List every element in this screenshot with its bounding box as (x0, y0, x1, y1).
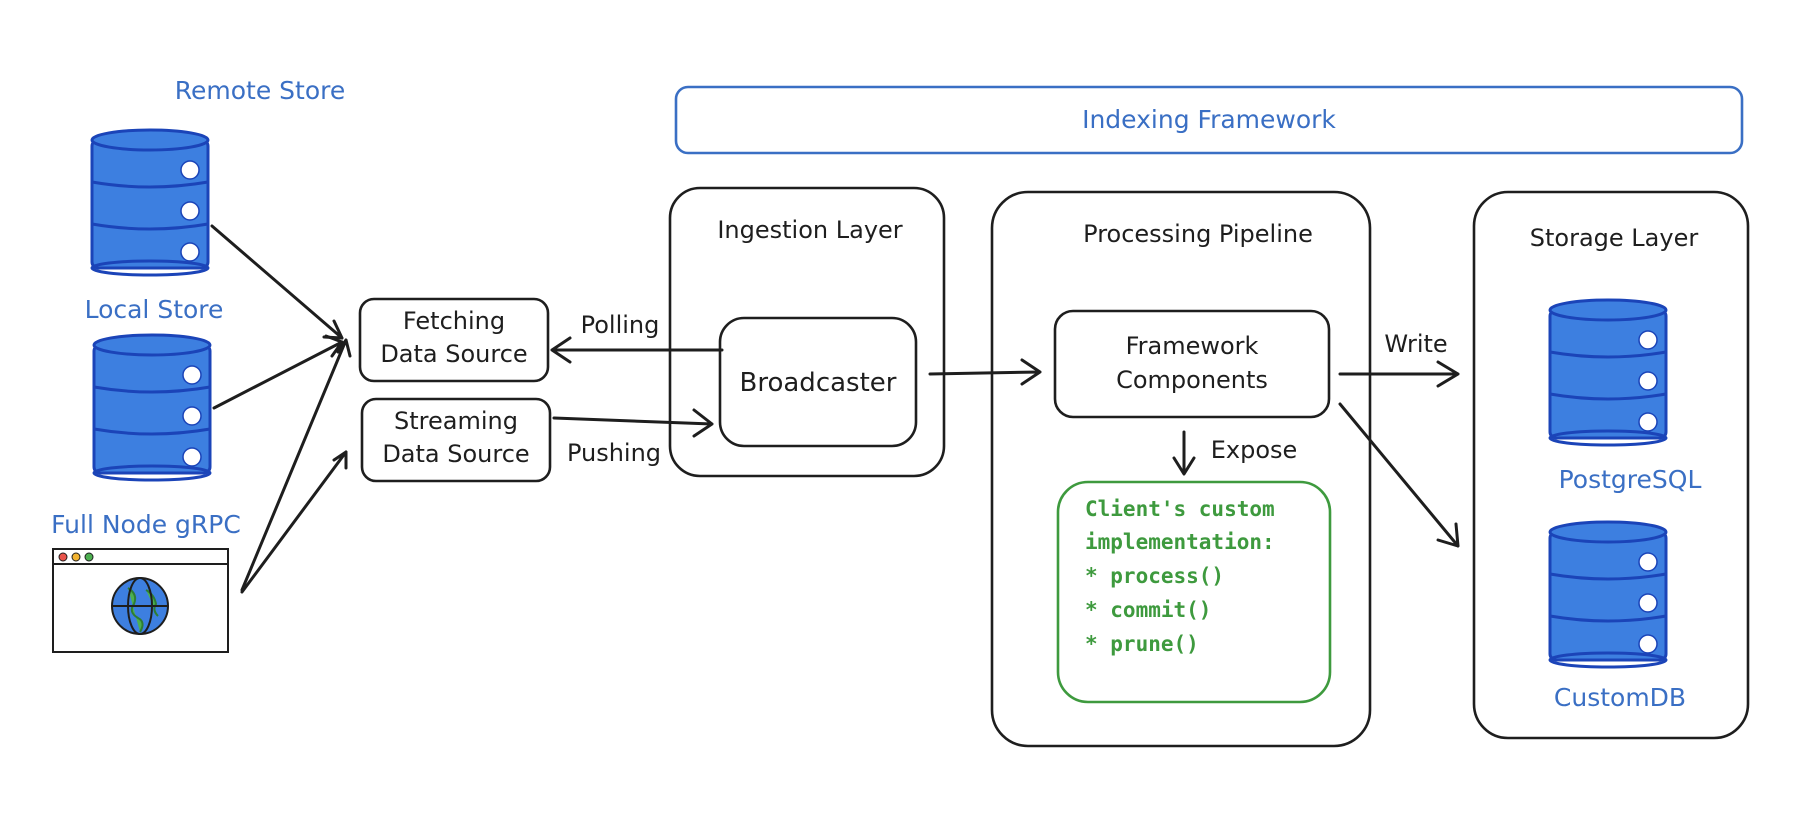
ingestion-layer-box (668, 186, 946, 478)
write-customdb-arrow (1338, 402, 1460, 548)
fetching-label-line1: Fetching (403, 307, 505, 335)
browser-globe-icon (52, 548, 229, 653)
remote-to-fetch-arrow (210, 224, 344, 340)
customdb-label: CustomDB (1554, 683, 1686, 712)
fetching-label-line2: Data Source (380, 340, 527, 368)
local-store-database-icon (92, 333, 212, 482)
client-line-5: * prune() (1085, 632, 1199, 656)
client-line-4: * commit() (1085, 598, 1211, 622)
framework-components-box[interactable] (1053, 309, 1331, 419)
customdb-database-icon (1548, 520, 1668, 669)
grpc-to-stream-arrow (240, 450, 348, 594)
streaming-data-source-box[interactable] (360, 397, 552, 483)
storage-layer-title: Storage Layer (1530, 224, 1699, 252)
indexing-framework-title: Indexing Framework (1082, 105, 1336, 134)
streaming-label-line2: Data Source (382, 440, 529, 468)
remote-store-label: Remote Store (175, 76, 345, 105)
processing-pipeline-box (990, 190, 1372, 748)
full-node-label: Full Node gRPC (51, 510, 241, 539)
broadcaster-to-components-arrow (928, 358, 1042, 386)
client-line-2: implementation: (1085, 530, 1275, 554)
postgres-database-icon (1548, 298, 1668, 447)
storage-layer-box (1472, 190, 1750, 740)
client-line-1: Client's custom (1085, 497, 1275, 521)
framework-components-line2: Components (1116, 366, 1268, 394)
local-store-label: Local Store (85, 295, 224, 324)
client-line-3: * process() (1085, 564, 1224, 588)
broadcaster-label: Broadcaster (740, 368, 897, 398)
pushing-arrow (552, 408, 714, 438)
framework-components-line1: Framework (1126, 332, 1259, 360)
streaming-label-line1: Streaming (394, 407, 518, 435)
polling-arrow (550, 336, 724, 364)
grpc-to-fetch-arrow (240, 338, 352, 592)
local-to-fetch-arrow (212, 334, 344, 410)
write-label: Write (1384, 330, 1447, 358)
broadcaster-box[interactable] (718, 316, 918, 448)
processing-pipeline-title: Processing Pipeline (1083, 220, 1313, 248)
client-implementation-box (1056, 480, 1332, 704)
source-arrows (210, 224, 352, 594)
fetching-data-source-box[interactable] (358, 297, 550, 383)
remote-store-database-icon (90, 128, 210, 277)
expose-arrow (1172, 430, 1196, 476)
polling-label: Polling (581, 311, 660, 339)
pushing-label: Pushing (567, 439, 661, 467)
postgres-label: PostgreSQL (1559, 465, 1702, 494)
ingestion-layer-title: Ingestion Layer (717, 216, 902, 244)
expose-label: Expose (1211, 436, 1298, 464)
write-arrow (1338, 360, 1460, 388)
indexing-framework-banner (674, 85, 1744, 155)
